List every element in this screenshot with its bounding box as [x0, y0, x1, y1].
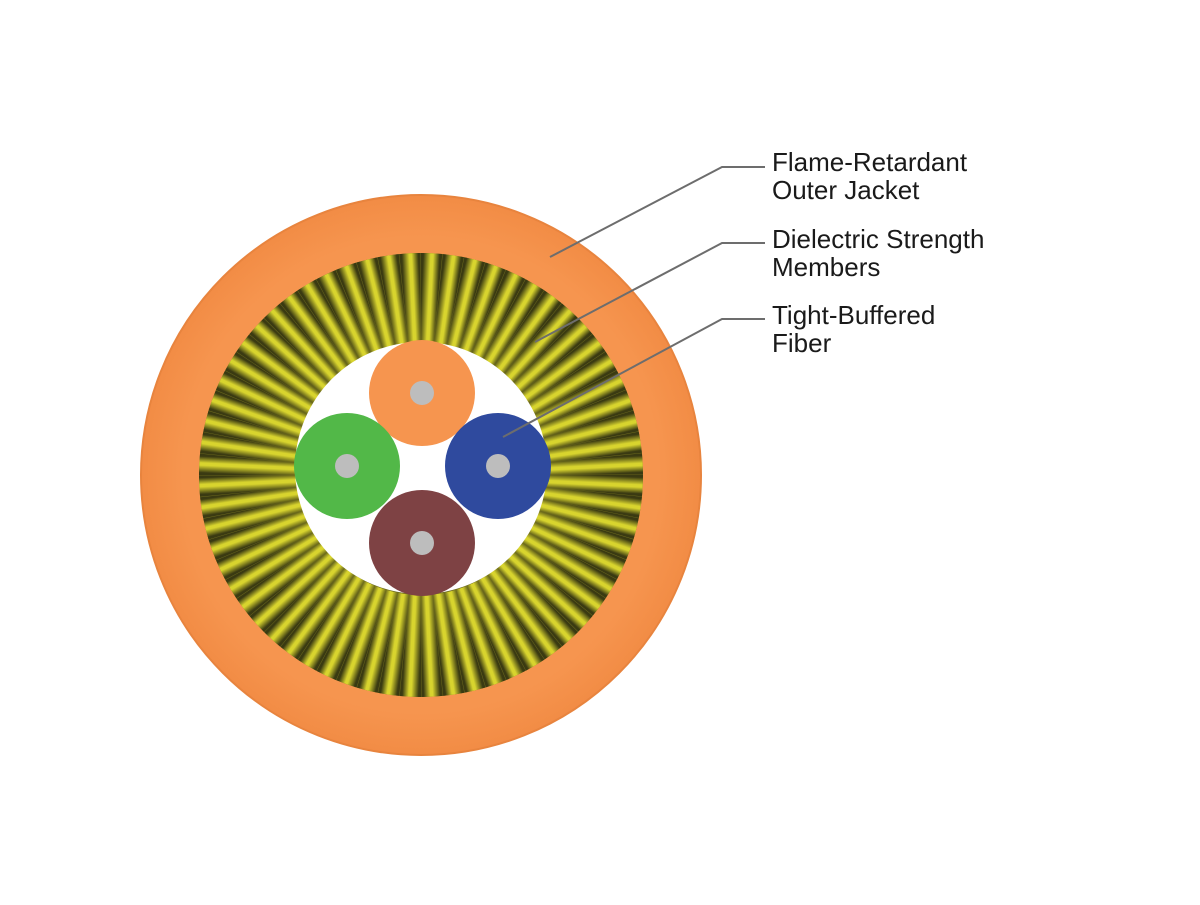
strength-yarn — [487, 567, 562, 660]
strength-yarn — [526, 520, 627, 580]
strength-yarn — [200, 432, 304, 464]
strength-yarn — [540, 475, 643, 497]
fiber-core — [486, 454, 510, 478]
label-jacket-line2: Outer Jacket — [772, 175, 920, 205]
strength-yarn — [399, 253, 421, 356]
strength-yarn — [264, 303, 345, 391]
strength-yarn — [421, 253, 443, 356]
strength-yarn — [225, 531, 322, 599]
strength-yarn — [477, 279, 544, 376]
orange-fiber — [369, 340, 475, 446]
strength-yarn — [336, 585, 387, 688]
strength-member-yarns — [199, 253, 643, 697]
strength-yarn — [280, 567, 355, 660]
strength-yarn — [535, 498, 639, 540]
strength-yarn — [200, 486, 304, 519]
strength-yarn — [249, 551, 337, 632]
strength-yarn — [513, 334, 606, 409]
strength-yarn — [249, 318, 336, 399]
strength-yarn — [432, 254, 464, 358]
strength-yarn — [432, 592, 465, 696]
strength-yarn — [280, 290, 355, 383]
strength-yarn — [203, 498, 307, 540]
fiber-core — [335, 454, 359, 478]
strength-yarn — [505, 318, 593, 399]
strength-yarn — [336, 262, 386, 365]
strength-yarn — [444, 257, 486, 361]
strength-yarn — [497, 303, 578, 390]
strength-yarn — [497, 559, 578, 647]
fiber-core — [410, 381, 434, 405]
green-fiber — [294, 413, 400, 519]
strength-yarn — [456, 585, 506, 688]
leader-line-fiber — [502, 318, 765, 438]
strength-yarn — [208, 390, 311, 441]
strength-yarn — [538, 486, 642, 518]
strength-yarn — [467, 580, 526, 680]
strength-yarn — [377, 254, 410, 358]
blue-fiber — [445, 413, 551, 519]
strength-yarn — [531, 390, 634, 440]
strength-yarn — [215, 370, 316, 430]
strength-yarn — [236, 541, 329, 616]
core-area — [295, 342, 547, 594]
strength-yarn — [466, 269, 526, 370]
strength-yarn — [297, 279, 365, 376]
strength-yarn — [236, 334, 329, 409]
strength-yarn — [513, 541, 606, 616]
strength-yarn — [203, 410, 307, 452]
strength-yarn — [298, 574, 365, 671]
strength-yarn — [208, 510, 311, 560]
strength-yarn — [531, 509, 634, 560]
strength-yarn — [199, 475, 302, 497]
strength-yarn — [356, 589, 398, 693]
strength-yarn — [540, 453, 643, 475]
label-strength-line2: Members — [772, 252, 880, 282]
leader-line-strength — [534, 242, 765, 343]
strength-yarn — [520, 531, 617, 598]
strength-yarn — [538, 431, 642, 464]
label-fiber-line2: Fiber — [772, 328, 832, 358]
strength-yarn — [506, 551, 593, 632]
strength-yarn — [520, 351, 617, 419]
strength-yarn — [316, 580, 376, 681]
strength-yarn — [535, 410, 639, 452]
label-jacket-line1: Flame-Retardant — [772, 147, 968, 177]
strength-yarn — [378, 592, 410, 696]
fiber-core — [410, 531, 434, 555]
strength-yarn — [264, 560, 345, 647]
label-fiber-line1: Tight-Buffered — [772, 300, 935, 330]
strength-yarn — [199, 453, 302, 475]
strength-yarn — [455, 262, 506, 365]
strength-yarn — [399, 594, 421, 697]
brown-fiber — [369, 490, 475, 596]
strength-yarn — [487, 290, 562, 383]
strength-yarn — [216, 521, 316, 580]
strength-yarn — [356, 257, 398, 361]
label-strength-line1: Dielectric Strength — [772, 224, 984, 254]
strength-yarn — [316, 270, 375, 370]
strength-yarn — [225, 352, 322, 419]
strength-yarn — [421, 594, 443, 697]
leader-line-jacket — [549, 166, 765, 258]
strength-yarn — [477, 574, 545, 671]
strength-yarn — [444, 589, 486, 693]
